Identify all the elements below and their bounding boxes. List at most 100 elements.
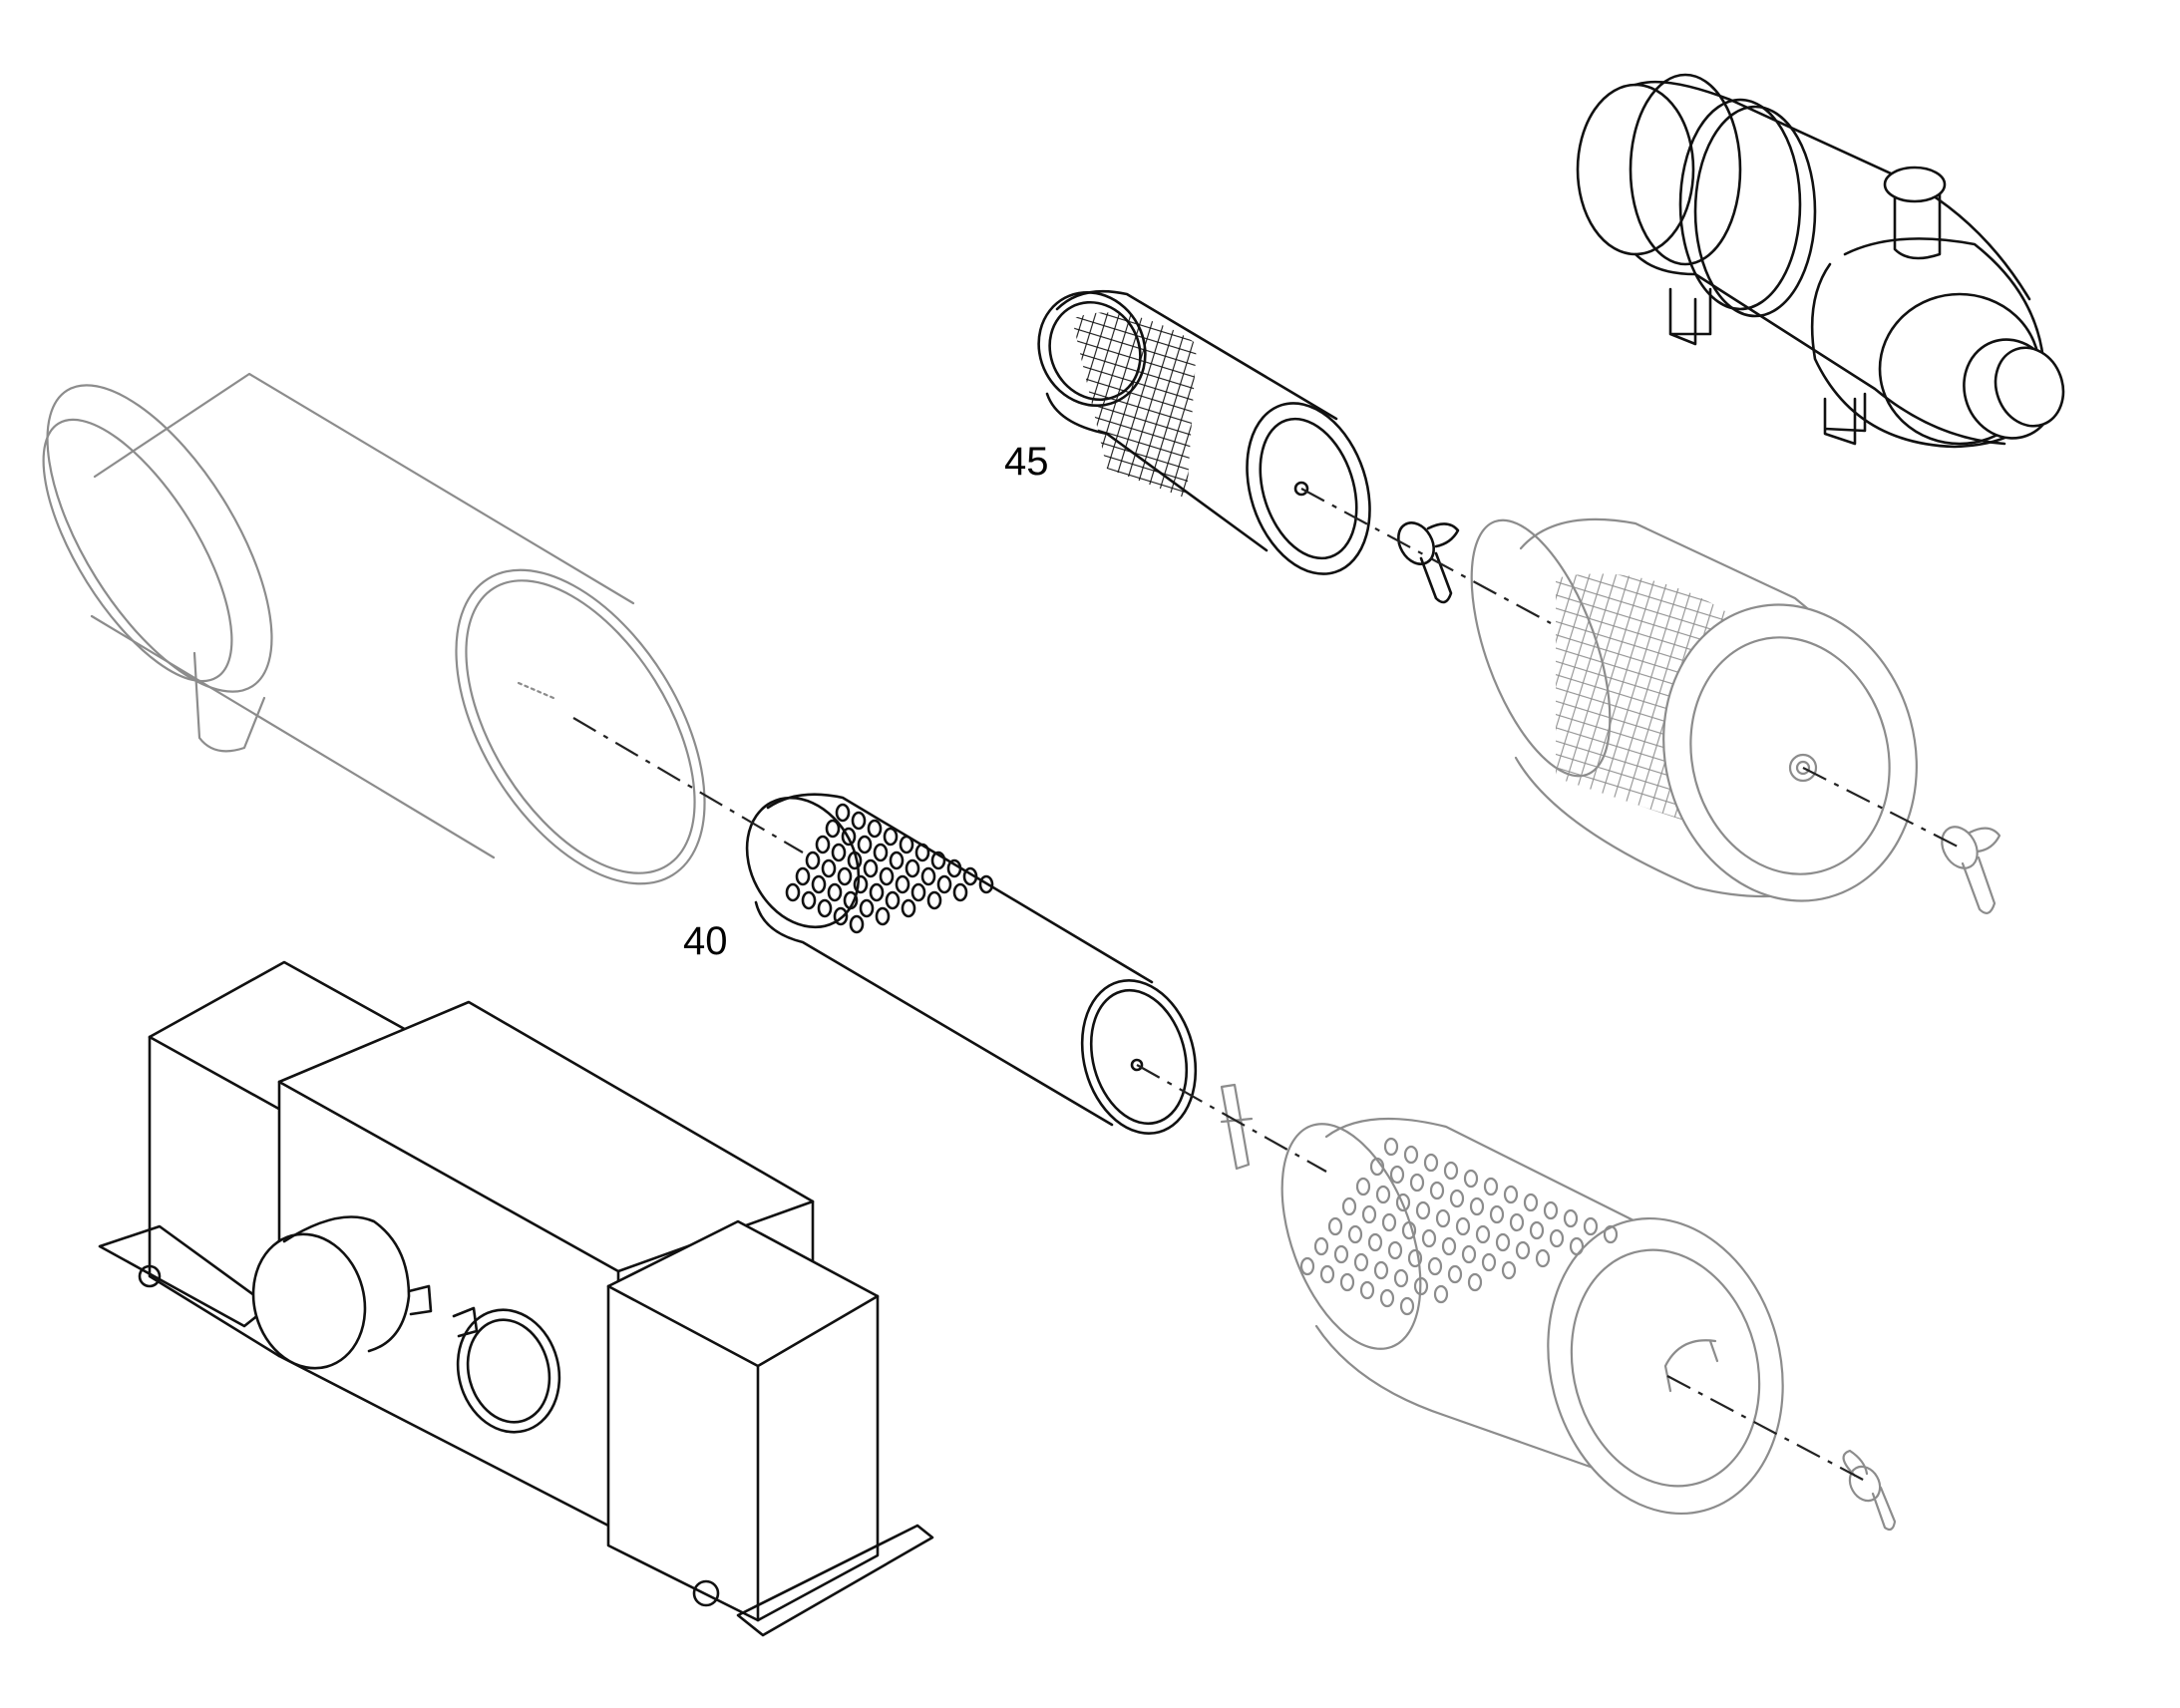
perforation-hole xyxy=(1583,1216,1599,1236)
wing-nut-light-lower xyxy=(1842,1449,1897,1532)
perforation-hole xyxy=(1401,1220,1417,1240)
perforation-hole xyxy=(1515,1240,1531,1260)
perforation-hole xyxy=(1455,1216,1471,1236)
perforation-hole xyxy=(1483,1177,1499,1196)
perforation-hole xyxy=(1393,1268,1409,1288)
perforation-hole xyxy=(1495,1232,1511,1252)
perforation-hole xyxy=(879,866,895,886)
perforation-hole xyxy=(952,882,968,902)
perforation-hole xyxy=(1501,1260,1517,1280)
perforation-hole xyxy=(1603,1224,1619,1244)
perforation-hole xyxy=(899,835,914,854)
perforation-hole xyxy=(914,843,930,862)
perforation-hole xyxy=(1347,1224,1363,1244)
perforation-hole xyxy=(863,858,879,878)
perforation-hole xyxy=(1381,1212,1397,1232)
air-cleaner-housing-light xyxy=(42,372,706,885)
perforation-hole xyxy=(1299,1256,1315,1276)
perforation-hole xyxy=(1359,1280,1375,1300)
perforation-hole xyxy=(1339,1272,1355,1292)
perforation-hole xyxy=(837,866,853,886)
perforation-hole xyxy=(1543,1200,1559,1220)
perforation-hole xyxy=(1415,1200,1431,1220)
perforation-hole xyxy=(815,835,831,854)
perforation-hole xyxy=(873,843,889,862)
filter-element-light-perforated xyxy=(1280,1117,1784,1516)
perforation-hole xyxy=(851,811,867,831)
perforation-hole xyxy=(785,882,801,902)
perforation-hole xyxy=(1529,1220,1545,1240)
perforation-hole xyxy=(1427,1256,1443,1276)
perforation-hole xyxy=(1361,1204,1377,1224)
perforation-hole xyxy=(821,858,837,878)
filter-element-light-mesh xyxy=(1470,517,1918,902)
perforation-hole xyxy=(843,890,859,910)
perforation-hole xyxy=(1509,1212,1525,1232)
air-cleaner-canister-dark xyxy=(1576,73,2065,449)
perforation-hole xyxy=(1353,1252,1369,1272)
perforation-hole xyxy=(1367,1232,1383,1252)
perforation-hole xyxy=(1433,1284,1449,1304)
perforation-hole xyxy=(1395,1193,1411,1212)
perforation-hole xyxy=(849,914,865,934)
perforation-hole xyxy=(853,874,869,894)
perforation-hole xyxy=(1387,1240,1403,1260)
perforation-hole xyxy=(833,906,849,926)
perforation-hole xyxy=(905,858,920,878)
perforation-hole xyxy=(1423,1153,1439,1173)
perforation-hole xyxy=(936,874,952,894)
perforation-hole xyxy=(1369,1157,1385,1177)
perforation-hole xyxy=(857,835,873,854)
perforation-hole xyxy=(962,866,978,886)
box-air-cleaner-housing xyxy=(98,960,934,1637)
perforation-hole xyxy=(920,866,936,886)
perforation-hole xyxy=(1463,1169,1479,1189)
perforation-hole xyxy=(1461,1244,1477,1264)
perforation-hole xyxy=(859,898,875,918)
perforation-hole xyxy=(1313,1236,1329,1256)
perforation-hole xyxy=(1549,1228,1565,1248)
perforation-hole xyxy=(1327,1216,1343,1236)
perforation-hole xyxy=(910,882,926,902)
perforation-hole xyxy=(827,882,843,902)
perforation-hole xyxy=(901,898,916,918)
perforation-hole xyxy=(1413,1276,1429,1296)
perforation-hole xyxy=(1469,1196,1485,1216)
perforation-hole xyxy=(1421,1228,1437,1248)
perforation-hole xyxy=(841,827,857,847)
perforation-hole xyxy=(895,874,910,894)
wing-nut-light-upper xyxy=(1941,826,2001,914)
perforation-hole xyxy=(805,851,821,870)
perforation-hole xyxy=(1379,1288,1395,1308)
perforation-hole xyxy=(1389,1165,1405,1185)
perforation-hole xyxy=(1375,1185,1391,1204)
perforation-hole xyxy=(875,906,891,926)
perforation-hole xyxy=(1535,1248,1551,1268)
perforation-hole xyxy=(926,890,942,910)
perforation-hole xyxy=(1523,1193,1539,1212)
perforation-hole xyxy=(885,890,901,910)
perforation-hole xyxy=(1399,1296,1415,1316)
perforation-hole xyxy=(1407,1248,1423,1268)
perforation-hole xyxy=(1441,1236,1457,1256)
perforation-hole xyxy=(835,803,851,823)
retaining-clip xyxy=(1220,1083,1254,1171)
perforation-hole xyxy=(795,866,811,886)
perforation-hole xyxy=(1503,1185,1519,1204)
perforation-hole xyxy=(1355,1177,1371,1196)
perforation-hole xyxy=(889,851,905,870)
perforation-hole xyxy=(1435,1208,1451,1228)
perforation-hole xyxy=(1447,1264,1463,1284)
perforation-hole xyxy=(825,819,841,839)
perforation-hole xyxy=(1563,1208,1579,1228)
perforation-hole xyxy=(1489,1204,1505,1224)
perforation-hole xyxy=(867,819,883,839)
perforation-hole xyxy=(946,858,962,878)
assembly-axes xyxy=(572,488,1961,1482)
perforation-hole xyxy=(978,874,994,894)
perforation-hole xyxy=(1383,1137,1399,1157)
callout-part-40: 40 xyxy=(683,919,728,963)
perforation-holes-40 xyxy=(785,803,994,934)
perforation-hole xyxy=(1409,1173,1425,1193)
